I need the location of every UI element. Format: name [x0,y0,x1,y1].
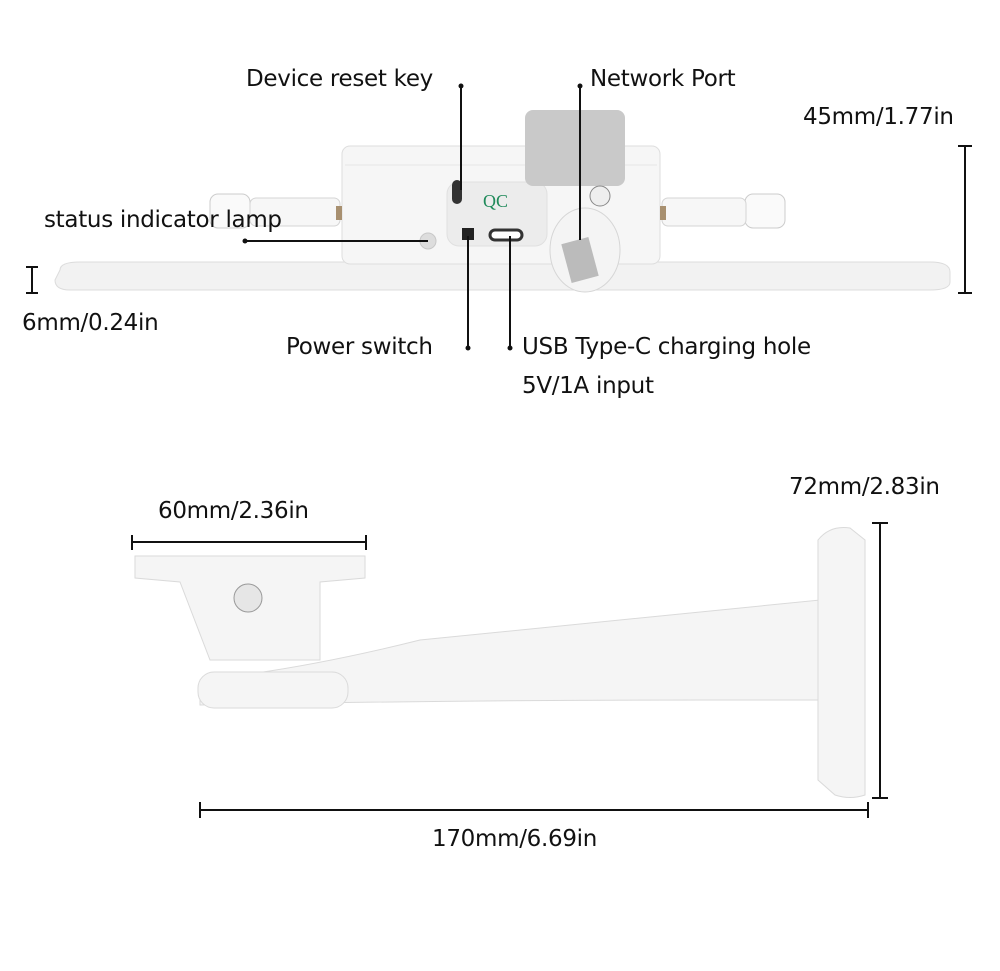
right-antenna-connector-icon [660,193,786,229]
usb-c-input-label: 5V/1A input [522,373,654,399]
left-antenna-connector-icon [209,193,342,229]
port-cover-icon [525,110,625,186]
reset-key-icon [452,180,462,204]
bracket-length-label: 170mm/6.69in [432,826,598,852]
device-height-label: 45mm/1.77in [803,104,954,130]
reset-key-label: Device reset key [246,66,433,92]
power-switch-label: Power switch [286,334,433,360]
wall-bracket [134,527,866,798]
status-lamp-label: status indicator lamp [44,207,282,233]
base-thickness-label: 6mm/0.24in [22,310,159,336]
screw-icon [233,583,263,613]
bracket-height-label: 72mm/2.83in [789,474,940,500]
mount-width-label: 60mm/2.36in [158,498,309,524]
power-switch-icon [462,228,474,240]
usb-c-port-icon [488,228,524,242]
network-port-label: Network Port [590,66,736,92]
qc-mark: QC [483,191,508,211]
usb-c-label: USB Type-C charging hole [522,334,811,360]
